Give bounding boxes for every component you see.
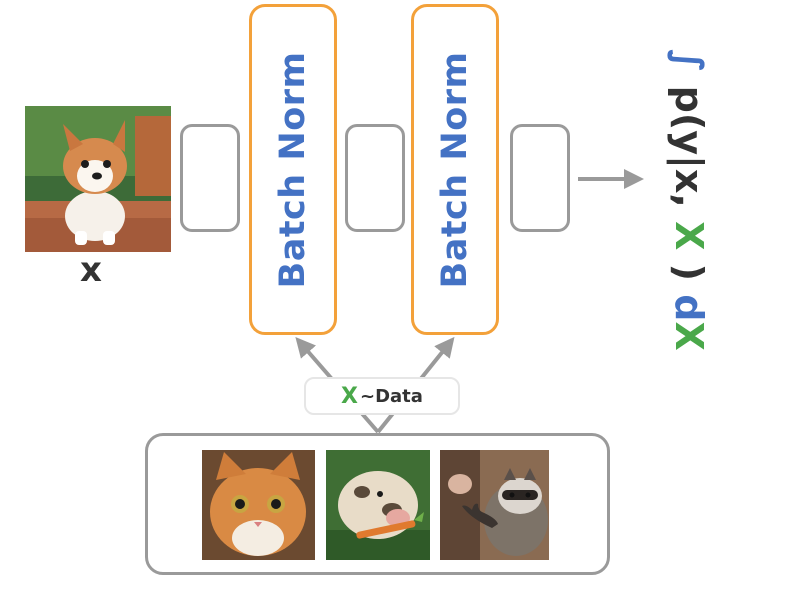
layer-box-2 <box>345 124 405 232</box>
batch-norm-label-2: Batch Norm <box>435 51 475 288</box>
layer-box-1 <box>180 124 240 232</box>
integration-variable: X <box>667 221 711 251</box>
close-paren: ) <box>667 263 711 281</box>
integral-formula: ∫ p(y|x, X ) dX <box>667 49 711 351</box>
cat-photo <box>202 450 315 560</box>
data-variable: X <box>341 383 359 409</box>
batch-norm-block-1: Batch Norm <box>249 4 337 335</box>
integral-sign: ∫ <box>667 49 711 73</box>
corgi-photo <box>25 106 171 252</box>
differential-d: d <box>667 294 711 322</box>
raccoon-photo <box>440 450 549 560</box>
raccoon-image <box>440 450 549 560</box>
batch-norm-label-1: Batch Norm <box>273 51 313 288</box>
input-image-corgi <box>25 106 171 252</box>
piglet-image <box>326 450 430 560</box>
differential-variable: X <box>667 321 711 351</box>
conditional-density: p(y|x, <box>667 85 711 208</box>
data-sampling-label: X ~Data <box>304 377 460 415</box>
data-text: ~Data <box>360 385 423 407</box>
batch-norm-block-2: Batch Norm <box>411 4 499 335</box>
layer-box-3 <box>510 124 570 232</box>
input-label: x <box>80 250 102 290</box>
piglet-photo <box>326 450 430 560</box>
cat-image <box>202 450 315 560</box>
